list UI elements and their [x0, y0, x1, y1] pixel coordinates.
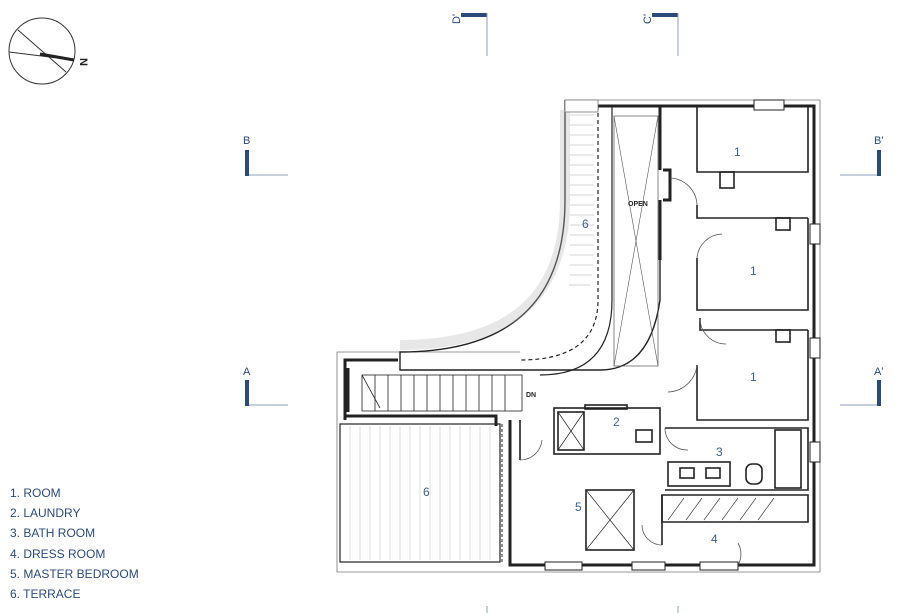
windows — [544, 99, 821, 571]
staircase — [346, 368, 523, 412]
north-label: N — [77, 58, 89, 66]
section-marker-b-left: B — [243, 135, 288, 176]
section-label-b: B — [243, 135, 250, 147]
legend-item: 2. LAUNDRY — [10, 506, 81, 521]
section-marker-a-right: A' — [840, 366, 883, 406]
dress-room-shelving — [667, 497, 775, 521]
section-marker-c-top: C' — [642, 13, 679, 613]
section-marker-a-left: A — [243, 366, 288, 406]
room-label-1-lower: 1 — [750, 370, 757, 384]
curved-terrace — [399, 99, 661, 376]
legend-item: 5. MASTER BEDROOM — [10, 566, 139, 581]
room-label-4-dress: 4 — [711, 532, 718, 546]
room-legend: 1. ROOM 2. LAUNDRY 3. BATH ROOM 4. DRESS… — [10, 483, 139, 604]
open-label: OPEN — [628, 201, 648, 208]
interior-walls — [519, 106, 809, 551]
legend-item: 1. ROOM — [10, 486, 61, 500]
lower-terrace — [339, 423, 503, 563]
room-label-5-master: 5 — [575, 500, 582, 514]
walls — [343, 104, 816, 567]
north-compass: N — [8, 17, 89, 85]
section-label-a: A — [243, 366, 251, 378]
door-swings — [519, 177, 742, 566]
section-label-b-prime: B' — [874, 135, 883, 147]
room-label-6-terrace-lower: 6 — [423, 485, 430, 499]
section-label-d-prime: D' — [451, 14, 463, 24]
room-label-3-bath: 3 — [716, 445, 723, 459]
section-label-a-prime: A' — [874, 366, 883, 378]
room-label-1-upper: 1 — [734, 145, 741, 159]
legend-item: 3. BATH ROOM — [10, 526, 96, 541]
room-label-2-laundry: 2 — [613, 415, 620, 429]
section-marker-b-right: B' — [840, 135, 883, 176]
down-label: DN — [526, 392, 536, 399]
section-label-c-prime: C' — [642, 14, 654, 24]
room-label-1-middle: 1 — [750, 264, 757, 278]
legend-item: 4. DRESS ROOM — [10, 546, 106, 561]
legend-item: 6. TERRACE — [10, 587, 81, 602]
section-marker-d-top: D' — [451, 13, 488, 613]
room-label-6-terrace-curved: 6 — [582, 217, 589, 231]
